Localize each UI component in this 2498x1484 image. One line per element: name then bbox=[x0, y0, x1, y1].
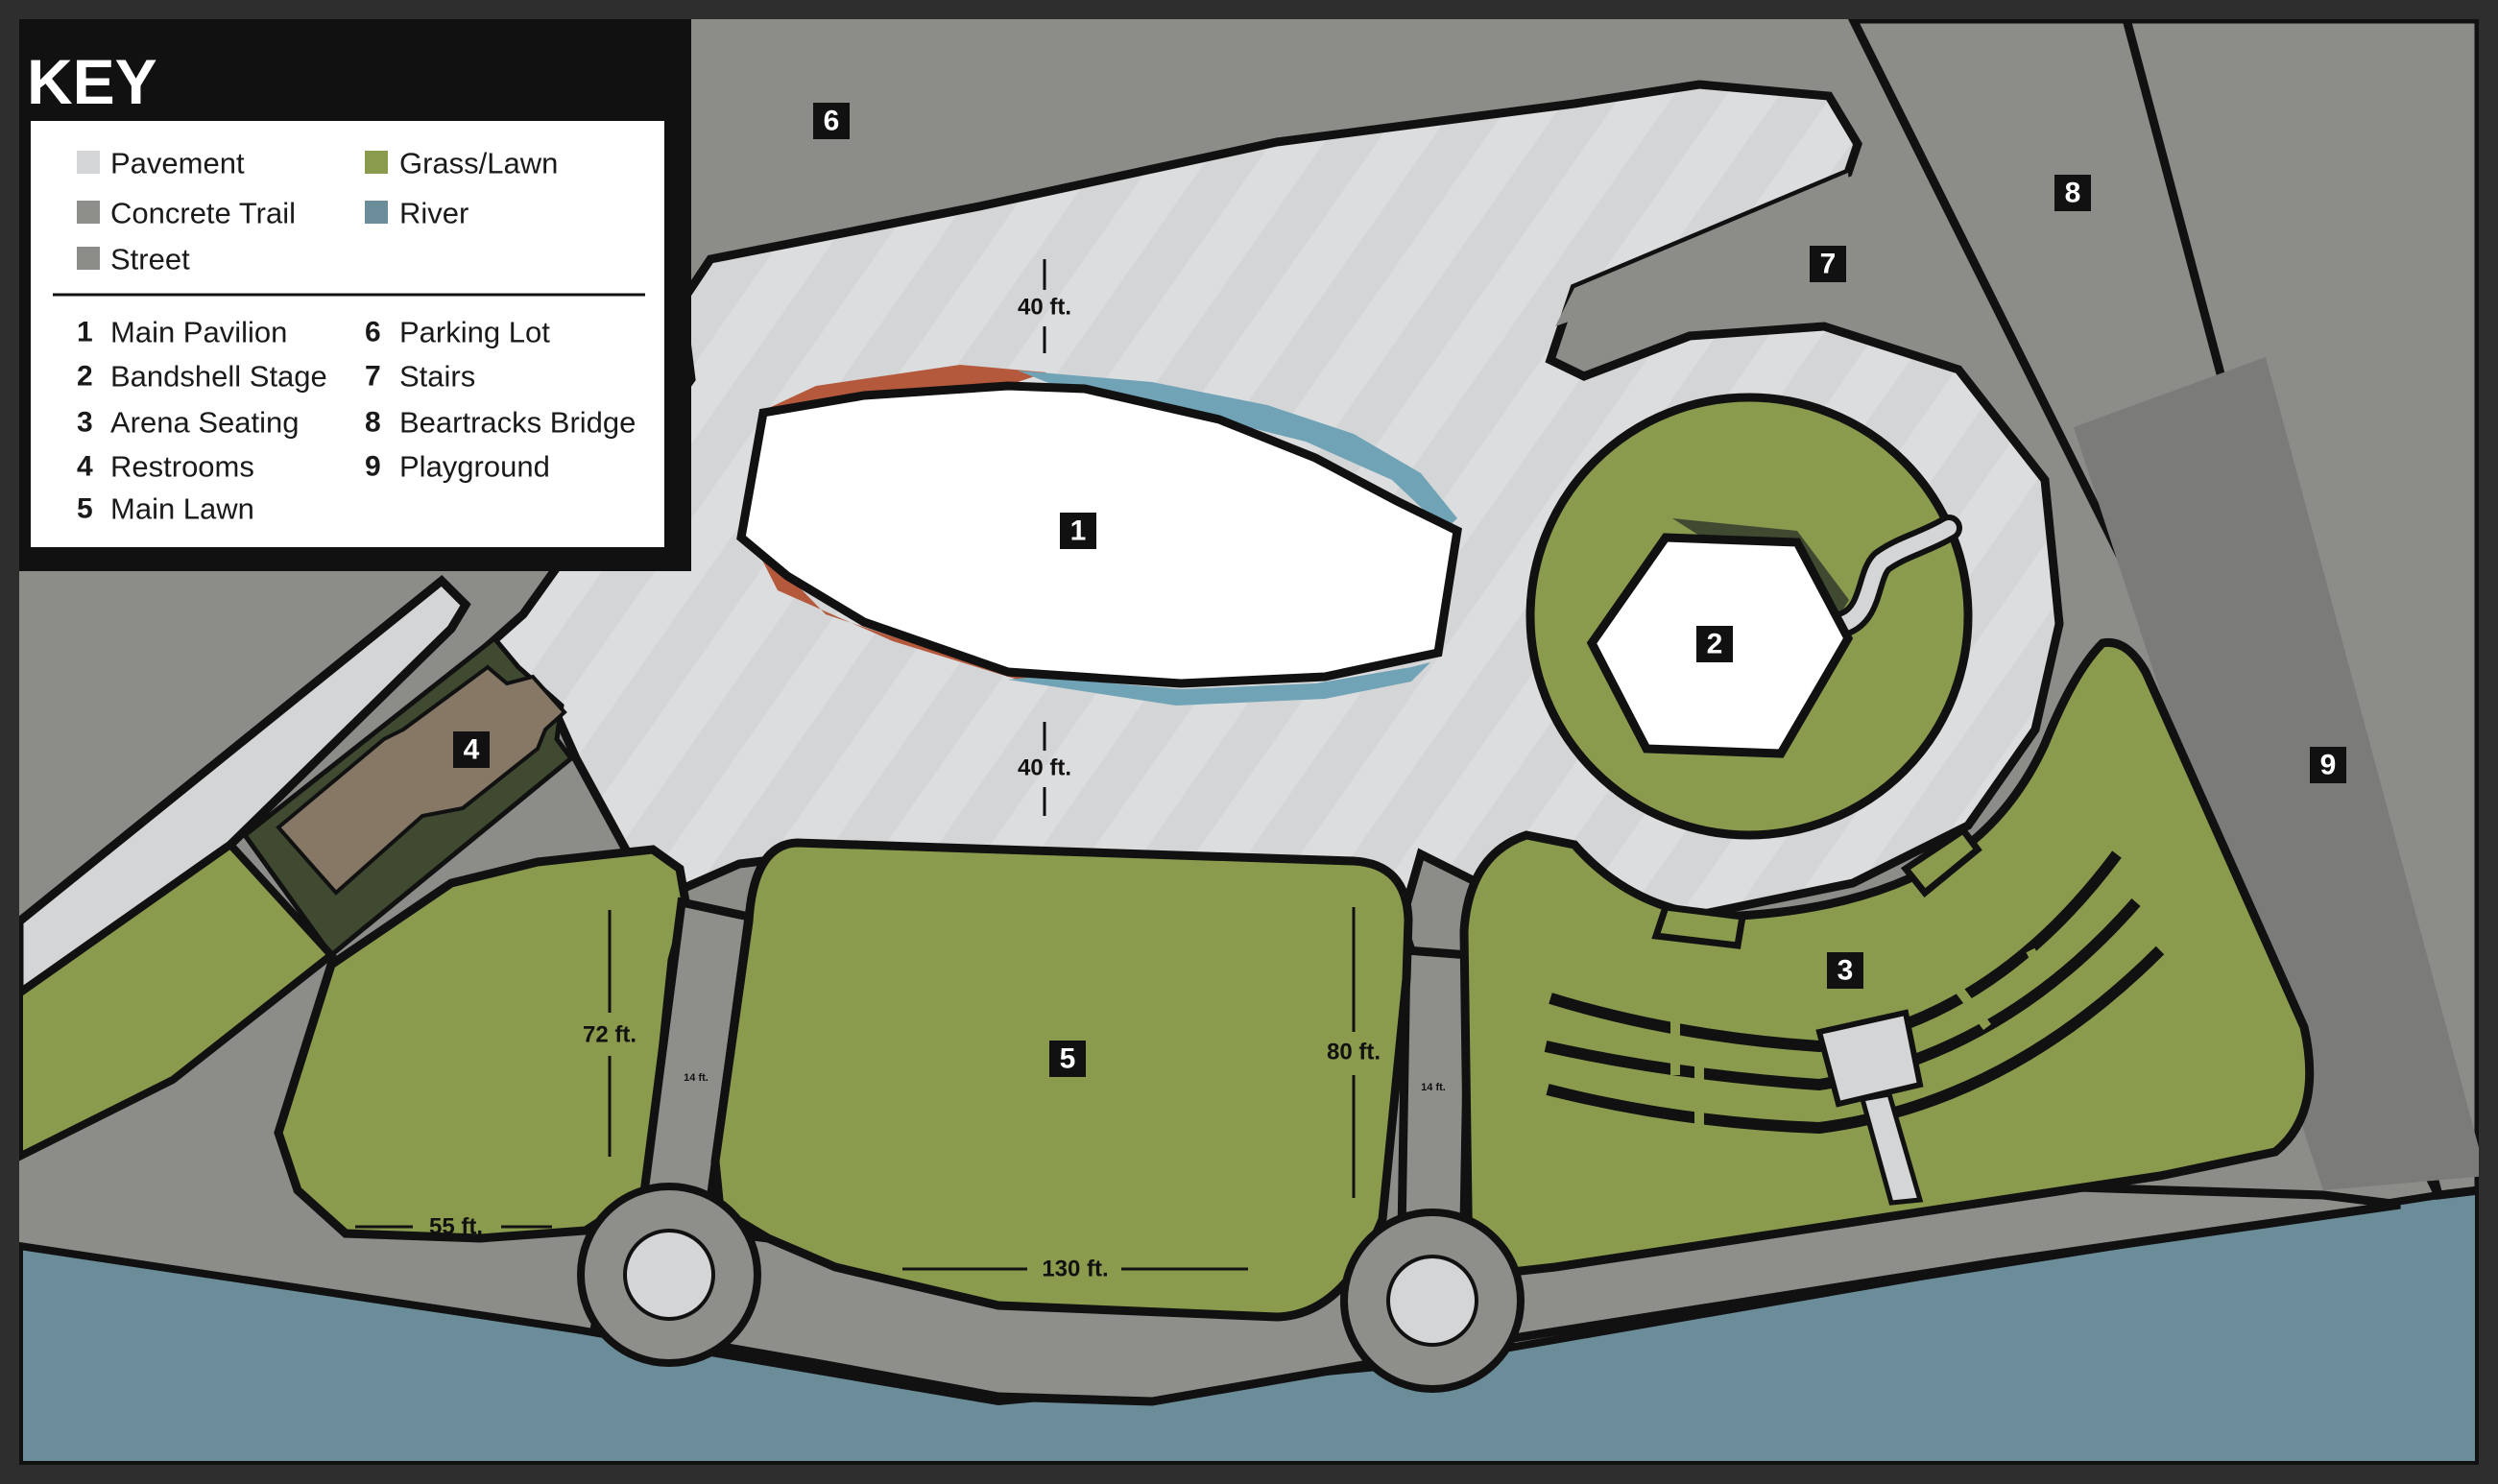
marker-4[interactable]: 4 bbox=[453, 731, 490, 768]
key-place-4: Restrooms bbox=[110, 450, 254, 484]
key-surface-pavement: Pavement bbox=[110, 147, 245, 180]
svg-text:4: 4 bbox=[464, 734, 480, 766]
west-grass-strip bbox=[19, 839, 337, 1161]
dim-east-path: 14 ft. bbox=[1421, 1082, 1446, 1093]
marker-5[interactable]: 5 bbox=[1049, 1041, 1086, 1077]
dim-main-lawn-width: 130 ft. bbox=[1042, 1257, 1108, 1282]
sound-booth-walkway bbox=[1859, 1091, 1924, 1206]
restroom-building bbox=[276, 664, 567, 896]
pavilion-river-accent bbox=[1008, 371, 1457, 706]
concrete-trail-west bbox=[19, 574, 471, 999]
key-panel bbox=[31, 121, 664, 547]
dim-west-path: 14 ft. bbox=[684, 1072, 709, 1084]
svg-text:3: 3 bbox=[77, 407, 93, 439]
svg-text:1: 1 bbox=[1070, 515, 1087, 547]
svg-text:6: 6 bbox=[824, 106, 840, 137]
svg-text:8: 8 bbox=[365, 407, 381, 439]
roundabout-east-center bbox=[1386, 1255, 1478, 1347]
svg-text:2: 2 bbox=[77, 361, 93, 393]
marker-9[interactable]: 9 bbox=[2310, 747, 2346, 783]
key-place-2: Bandshell Stage bbox=[110, 360, 327, 394]
dim-west-lawn-width: 55 ft. bbox=[429, 1214, 483, 1240]
key-place-3: Arena Seating bbox=[110, 406, 299, 440]
svg-text:1: 1 bbox=[77, 317, 93, 348]
svg-text:7: 7 bbox=[1820, 249, 1837, 280]
key-surface-street: Street bbox=[110, 243, 190, 276]
bandshell-walkway-fill bbox=[1836, 520, 1957, 632]
stairs bbox=[1555, 173, 1853, 326]
key-surface-river: River bbox=[399, 197, 468, 230]
dim-pavilion-bottom: 40 ft. bbox=[1018, 755, 1071, 781]
arena-row-gaps bbox=[1670, 947, 2050, 1137]
svg-text:6: 6 bbox=[365, 317, 381, 348]
key-surface-concrete-trail: Concrete Trail bbox=[110, 197, 296, 230]
key-place-1: Main Pavilion bbox=[110, 316, 287, 349]
dim-main-lawn-height: 80 ft. bbox=[1327, 1040, 1381, 1065]
key-places: 1 Main Pavilion 2 Bandshell Stage 3 Aren… bbox=[77, 316, 636, 526]
svg-text:7: 7 bbox=[365, 361, 381, 393]
main-pavilion bbox=[736, 381, 1462, 688]
key-place-8: Beartracks Bridge bbox=[399, 406, 636, 440]
dim-pavilion-top: 40 ft. bbox=[1018, 295, 1071, 321]
svg-text:8: 8 bbox=[2065, 178, 2081, 209]
key-surface-grass: Grass/Lawn bbox=[399, 147, 558, 180]
marker-8[interactable]: 8 bbox=[2054, 175, 2091, 211]
arena-riser-right bbox=[1900, 826, 1982, 898]
svg-text:2: 2 bbox=[1707, 629, 1723, 660]
marker-2[interactable]: 2 bbox=[1696, 626, 1733, 662]
dimension-lines bbox=[355, 259, 1356, 1271]
svg-text:9: 9 bbox=[2320, 750, 2337, 781]
svg-text:5: 5 bbox=[77, 493, 93, 525]
marker-6[interactable]: 6 bbox=[813, 103, 850, 139]
svg-text:5: 5 bbox=[1060, 1043, 1076, 1075]
main-lawn bbox=[710, 838, 1413, 1322]
marker-3[interactable]: 3 bbox=[1827, 952, 1863, 989]
roundabout-west-center bbox=[623, 1229, 715, 1321]
key-place-6: Parking Lot bbox=[399, 316, 550, 349]
svg-text:9: 9 bbox=[365, 451, 381, 483]
svg-text:3: 3 bbox=[1837, 955, 1854, 987]
svg-text:4: 4 bbox=[77, 451, 93, 483]
key-surfaces: Pavement Concrete Trail Street Grass/Law… bbox=[77, 147, 558, 276]
arena-riser-left bbox=[1651, 903, 1747, 949]
key-place-5: Main Lawn bbox=[110, 492, 254, 526]
key-title: KEY bbox=[27, 46, 157, 117]
marker-1[interactable]: 1 bbox=[1060, 513, 1096, 549]
key-place-9: Playground bbox=[399, 450, 550, 484]
sound-booth bbox=[1815, 1009, 1924, 1108]
marker-7[interactable]: 7 bbox=[1810, 246, 1846, 282]
key-place-7: Stairs bbox=[399, 360, 475, 394]
playground-surface bbox=[2074, 357, 2479, 1190]
dim-west-lawn-height: 72 ft. bbox=[583, 1022, 637, 1048]
